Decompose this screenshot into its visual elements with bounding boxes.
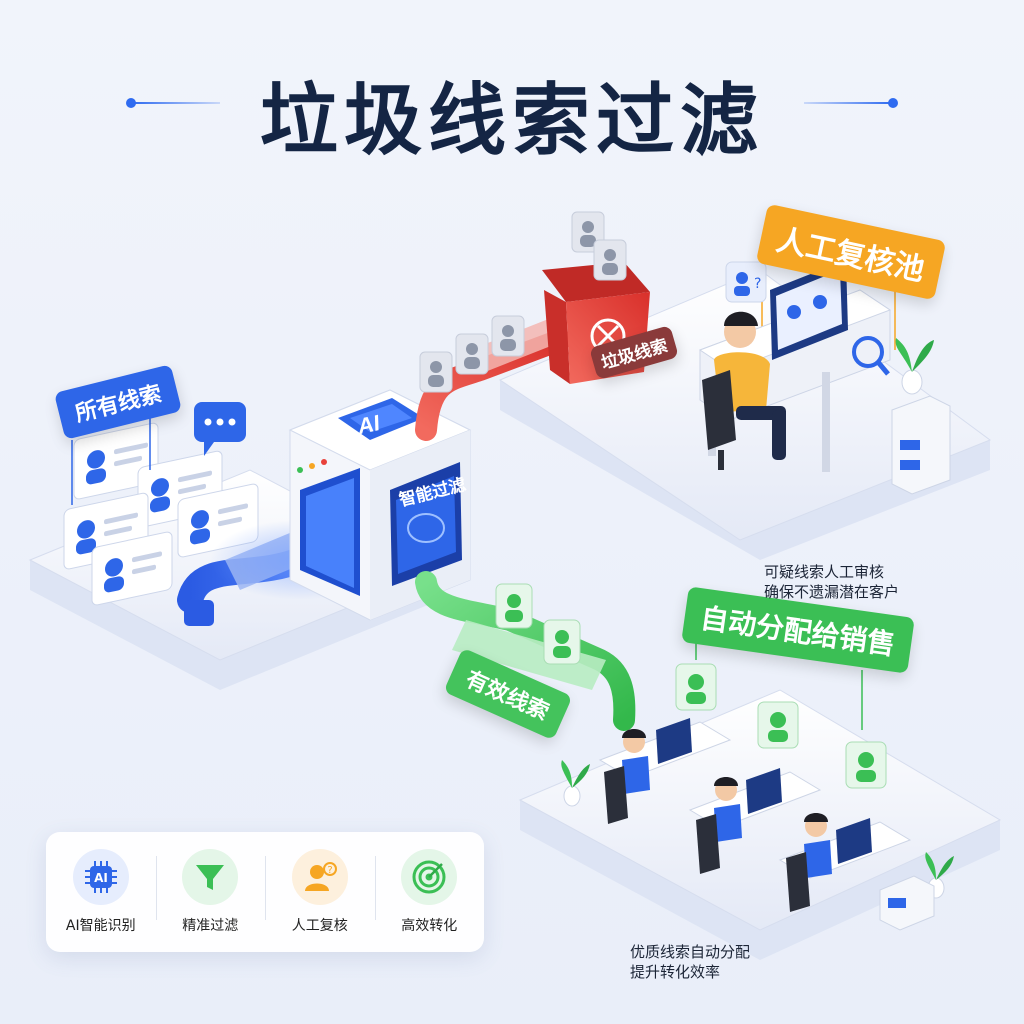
svg-text:?: ? xyxy=(327,865,332,876)
manual-review-desk: ? xyxy=(698,240,951,495)
legend-item-ai: AI AI智能识别 xyxy=(46,832,156,952)
manual-review-caption: 可疑线索人工审核 确保不遗漏潜在客户 xyxy=(764,562,899,602)
assign-caption-line-1: 优质线索自动分配 xyxy=(630,943,751,961)
page-title: 垃圾线索过滤 xyxy=(259,76,764,166)
legend-label-filter: 精准过滤 xyxy=(182,918,239,934)
title-decoration-right xyxy=(804,102,892,104)
legend-item-convert: 高效转化 xyxy=(374,832,485,952)
title-dot-left xyxy=(126,98,136,108)
ai-filter-machine xyxy=(288,389,472,621)
legend-chip-text: AI xyxy=(94,871,108,885)
target-icon xyxy=(401,849,458,905)
auto-assign-caption: 优质线索自动分配 提升转化效率 xyxy=(630,942,750,982)
chat-bubble-icon xyxy=(194,402,246,456)
svg-text:?: ? xyxy=(754,276,761,292)
feature-legend: AI AI智能识别 精准过滤 ? 人工复核 xyxy=(46,832,484,952)
legend-label-ai: AI智能识别 xyxy=(65,918,136,934)
ai-chip-icon: AI xyxy=(72,849,129,905)
magnifier-icon xyxy=(852,336,884,368)
manual-caption-line-1: 可疑线索人工审核 xyxy=(764,563,885,581)
assign-caption-line-2: 提升转化效率 xyxy=(630,963,721,981)
manual-caption-line-2: 确保不遗漏潜在客户 xyxy=(764,583,900,601)
title-dot-right xyxy=(888,98,898,108)
title-decoration-left xyxy=(132,102,220,104)
legend-item-filter: 精准过滤 xyxy=(155,832,266,952)
trash-bin-icon xyxy=(542,211,650,384)
sales-desks xyxy=(561,630,954,931)
legend-label-review: 人工复核 xyxy=(291,918,348,934)
red-conveyor xyxy=(415,315,571,441)
green-conveyor xyxy=(415,571,636,731)
funnel-icon xyxy=(182,849,239,905)
ai-chip-label: AI xyxy=(357,409,381,440)
legend-label-convert: 高效转化 xyxy=(401,918,458,934)
legend-item-review: ? 人工复核 xyxy=(265,832,375,952)
lead-cards xyxy=(63,402,259,606)
reviewer-icon: ? xyxy=(291,849,348,905)
